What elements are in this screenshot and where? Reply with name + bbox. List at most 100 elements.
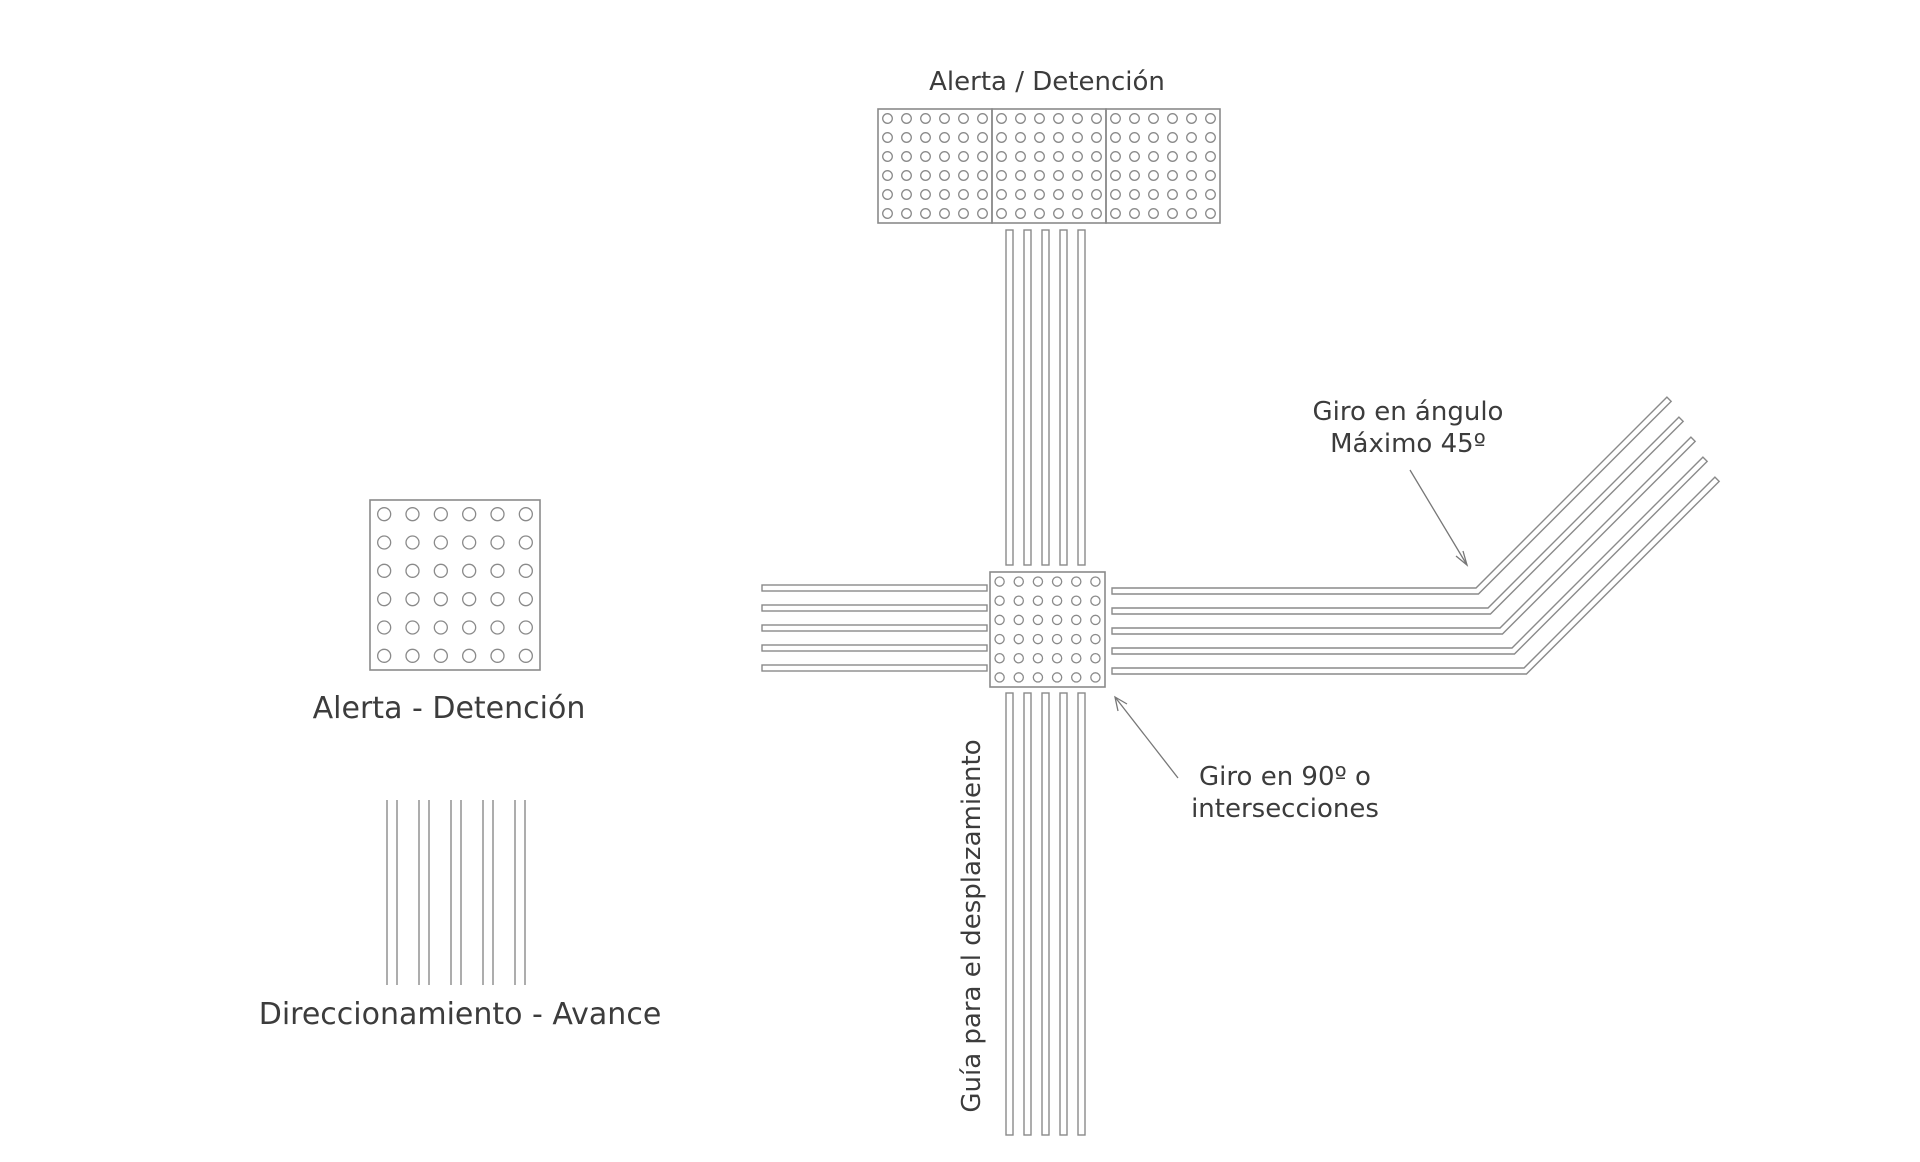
center-alert-dot	[1051, 576, 1063, 587]
top-alert-tile-dot	[1015, 208, 1026, 219]
top-alert-tile-dot	[977, 132, 988, 143]
top-alert-tile-dot	[1072, 208, 1083, 219]
vertical-guide-bar	[1005, 692, 1014, 1136]
center-alert-dot	[1051, 633, 1063, 645]
top-alert-tile-dot	[882, 151, 893, 162]
top-alert-tile-dot	[901, 189, 912, 200]
legend-alert-dot	[433, 507, 448, 522]
top-alert-tile-dot	[882, 208, 893, 219]
legend-alert-dot	[490, 507, 505, 522]
top-alert-tile-dot	[996, 132, 1007, 143]
vertical-guide-bar	[1059, 229, 1068, 566]
legend-alert-dot	[462, 592, 477, 607]
top-alert-tile-dot	[1110, 189, 1121, 200]
top-alert-tile-dot	[901, 132, 912, 143]
top-alert-tile-dot	[901, 170, 912, 181]
top-alert-tile-dot	[977, 113, 988, 124]
top-alert-tile-dot	[1167, 208, 1178, 219]
center-alert-dot	[1032, 576, 1044, 587]
horizontal-guide-bar	[761, 584, 988, 592]
top-alert-tile-dot	[1205, 113, 1216, 124]
top-alert-tile-dot	[1015, 132, 1026, 143]
legend-alert-dot	[490, 648, 505, 663]
legend-alert-dot	[518, 620, 533, 635]
vertical-guide-bar	[1041, 692, 1050, 1136]
legend-alert-dot	[462, 648, 477, 663]
intersection-alert-tile	[989, 571, 1106, 688]
top-alert-tile-dot	[1053, 132, 1064, 143]
horizontal-guide-bar	[761, 624, 988, 632]
top-alert-tile-dot	[1129, 208, 1140, 219]
legend-alert-dot	[518, 648, 533, 663]
legend-alert-dot	[405, 563, 420, 578]
center-alert-dot	[1032, 614, 1044, 626]
legend-guide-lines	[386, 800, 526, 985]
top-alert-tile-dot	[1072, 113, 1083, 124]
horizontal-guide-bar	[761, 604, 988, 612]
vertical-guide-bar	[1023, 229, 1032, 566]
horizontal-guide-left	[761, 584, 988, 672]
top-alert-tile-dot	[901, 113, 912, 124]
angle-pointer-arrow	[1409, 469, 1468, 566]
top-alert-tile-dot	[920, 132, 931, 143]
center-alert-dot	[994, 576, 1005, 587]
legend-alert-dot	[462, 507, 477, 522]
top-alert-tile-dot	[882, 132, 893, 143]
angle-label-line2: Máximo 45º	[1330, 429, 1486, 459]
top-alert-tile-dot	[977, 189, 988, 200]
top-alert-tile-dot	[1148, 170, 1159, 181]
top-alert-tile-dot	[1072, 189, 1083, 200]
top-alert-tile-dot	[1091, 113, 1102, 124]
top-alert-tile-dot	[882, 113, 893, 124]
horizontal-guide-right-angled	[1111, 396, 1721, 675]
top-alert-tile-dot	[1148, 208, 1159, 219]
center-alert-dot	[1071, 653, 1082, 664]
legend-alert-dot	[462, 535, 477, 550]
center-alert-dot	[1051, 595, 1063, 607]
top-alert-tile-dot	[939, 208, 950, 219]
center-alert-dot	[1071, 672, 1082, 683]
center-alert-dot	[994, 595, 1005, 607]
angle-pointer-arrowhead	[1455, 550, 1469, 567]
vertical-guide-top	[1005, 229, 1086, 566]
top-alert-tile-dot	[882, 189, 893, 200]
top-alert-tile-dot	[1072, 170, 1083, 181]
center-alert-dot	[1032, 672, 1044, 683]
top-alert-tile-dot	[1186, 151, 1197, 162]
top-alert-tile-dot	[1034, 170, 1045, 181]
legend-alert-dot	[405, 592, 420, 607]
legend-alert-label: Alerta - Detención	[313, 691, 586, 726]
top-alert-tile-dot	[901, 151, 912, 162]
top-alert-tile-dot	[1167, 189, 1178, 200]
top-alert-tile-dot	[1034, 208, 1045, 219]
center-alert-dot	[1090, 595, 1101, 607]
legend-alert-dot	[518, 563, 533, 578]
center-alert-dot	[1071, 633, 1082, 645]
top-alert-tile-dot	[1167, 113, 1178, 124]
center-alert-dot	[1090, 672, 1101, 683]
top-alert-tile-dot	[1129, 189, 1140, 200]
vertical-guide-label: Guía para el desplazamiento	[957, 739, 987, 1112]
intersection-pointer-arrow	[1114, 696, 1179, 779]
top-alert-tile-dot	[882, 170, 893, 181]
top-alert-tile-dot	[939, 151, 950, 162]
top-alert-tile-dot	[1186, 170, 1197, 181]
center-alert-dot	[994, 653, 1005, 664]
top-alert-tile-dot	[920, 170, 931, 181]
top-alert-tile-dot	[1034, 132, 1045, 143]
top-alert-tile-dot	[1129, 151, 1140, 162]
top-alert-tile-dot	[1186, 132, 1197, 143]
top-alert-strip	[877, 108, 1221, 224]
top-alert-tile-dot	[939, 132, 950, 143]
legend-alert-dot	[490, 592, 505, 607]
top-alert-tile-dot	[1110, 170, 1121, 181]
vertical-guide-bottom	[1005, 692, 1086, 1136]
center-alert-dot	[1013, 672, 1025, 683]
legend-alert-dot	[518, 535, 533, 550]
angled-guide-bar	[1111, 436, 1697, 635]
legend-alert-dot	[377, 507, 392, 522]
center-alert-dot	[1032, 595, 1044, 607]
top-alert-tile-dot	[996, 151, 1007, 162]
top-alert-tile-dot	[1205, 151, 1216, 162]
